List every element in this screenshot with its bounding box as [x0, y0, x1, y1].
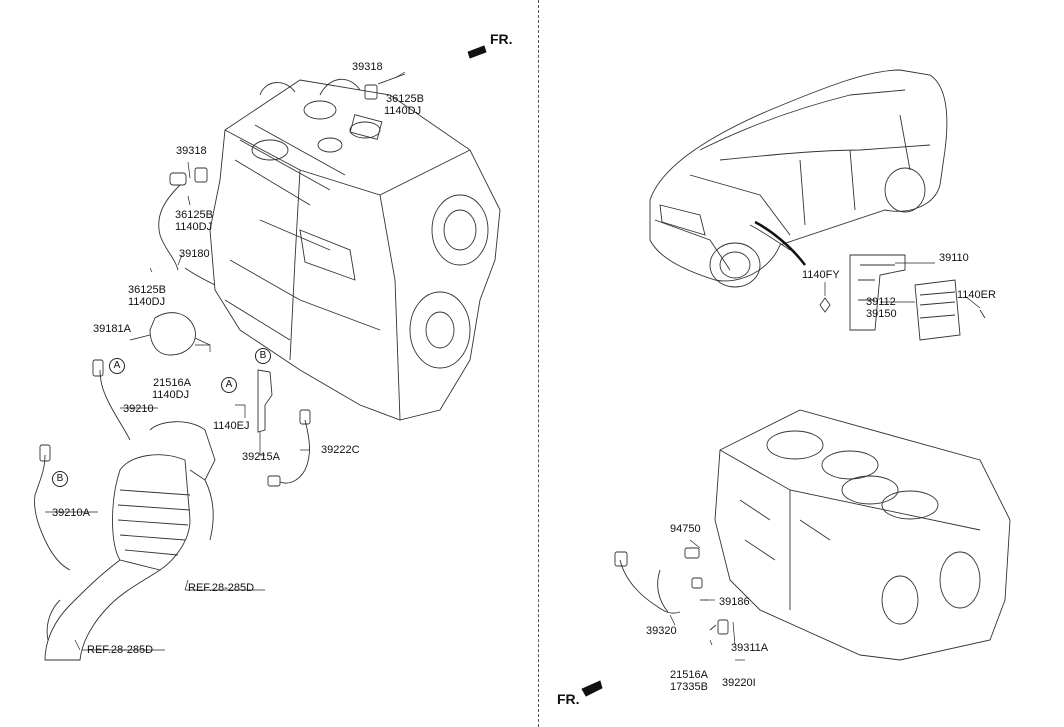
part-1140fy: 1140FY	[802, 269, 840, 281]
part-21516a: 21516A	[153, 377, 191, 389]
part-39180: 39180	[179, 248, 210, 260]
engine-block-drawing	[209, 78, 501, 421]
part-21516a-b: 21516A	[670, 669, 708, 681]
part-39222c: 39222C	[321, 444, 360, 456]
part-39110: 39110	[939, 252, 969, 264]
part-39186: 39186	[719, 596, 750, 608]
knock-sensor-wiring	[614, 547, 729, 635]
part-94750: 94750	[670, 523, 701, 535]
part-36125b-low: 36125B	[128, 284, 166, 296]
part-39150: 39150	[866, 308, 897, 320]
ecu-module-drawing	[819, 254, 986, 341]
front-label-top: FR.	[490, 31, 513, 47]
part-39320: 39320	[646, 625, 677, 637]
part-39210: 39210	[123, 403, 154, 415]
part-39112: 39112	[866, 296, 896, 308]
part-1140dj-b: 1140DJ	[152, 389, 190, 401]
part-39318-top: 39318	[352, 61, 383, 73]
cylinder-block-drawing	[714, 409, 1011, 661]
part-39210a: 39210A	[52, 507, 90, 519]
part-39318-mid: 39318	[176, 145, 207, 157]
front-label-bottom: FR.	[557, 691, 580, 707]
sensor-wiring-left	[34, 73, 406, 571]
part-36125b-top: 36125B	[386, 93, 424, 105]
leader-lines-right-bottom	[669, 539, 745, 661]
leader-lines-left	[45, 71, 406, 651]
callout-b-bracket: B	[255, 348, 271, 364]
section-divider	[538, 0, 539, 727]
part-39181a: 39181A	[93, 323, 131, 335]
part-36125b-mid: 36125B	[175, 209, 213, 221]
part-ref-28-285d-b: REF.28-285D	[87, 644, 154, 656]
part-39215a: 39215A	[242, 451, 280, 463]
callout-b-sensor: B	[52, 471, 68, 487]
suv-drawing	[649, 69, 948, 288]
leader-lines-right-top	[824, 262, 981, 309]
part-1140dj-mid: 1140DJ	[175, 221, 213, 233]
part-39220i: 39220I	[722, 677, 756, 689]
part-1140ej: 1140EJ	[213, 420, 250, 432]
fr-arrow-bottom-icon	[581, 680, 603, 697]
part-1140er: 1140ER	[957, 289, 996, 301]
fr-arrow-top-icon	[467, 45, 487, 59]
part-39311a: 39311A	[731, 642, 769, 654]
callout-a-sensor: A	[109, 358, 125, 374]
callout-a-bracket: A	[221, 377, 237, 393]
part-ref-28-285d-a: REF.28-285D	[188, 582, 255, 594]
part-1140dj-low: 1140DJ	[128, 296, 166, 308]
part-1140dj-top: 1140DJ	[384, 105, 422, 117]
catalytic-converter-drawing	[44, 421, 216, 661]
part-17335b: 17335B	[670, 681, 708, 693]
